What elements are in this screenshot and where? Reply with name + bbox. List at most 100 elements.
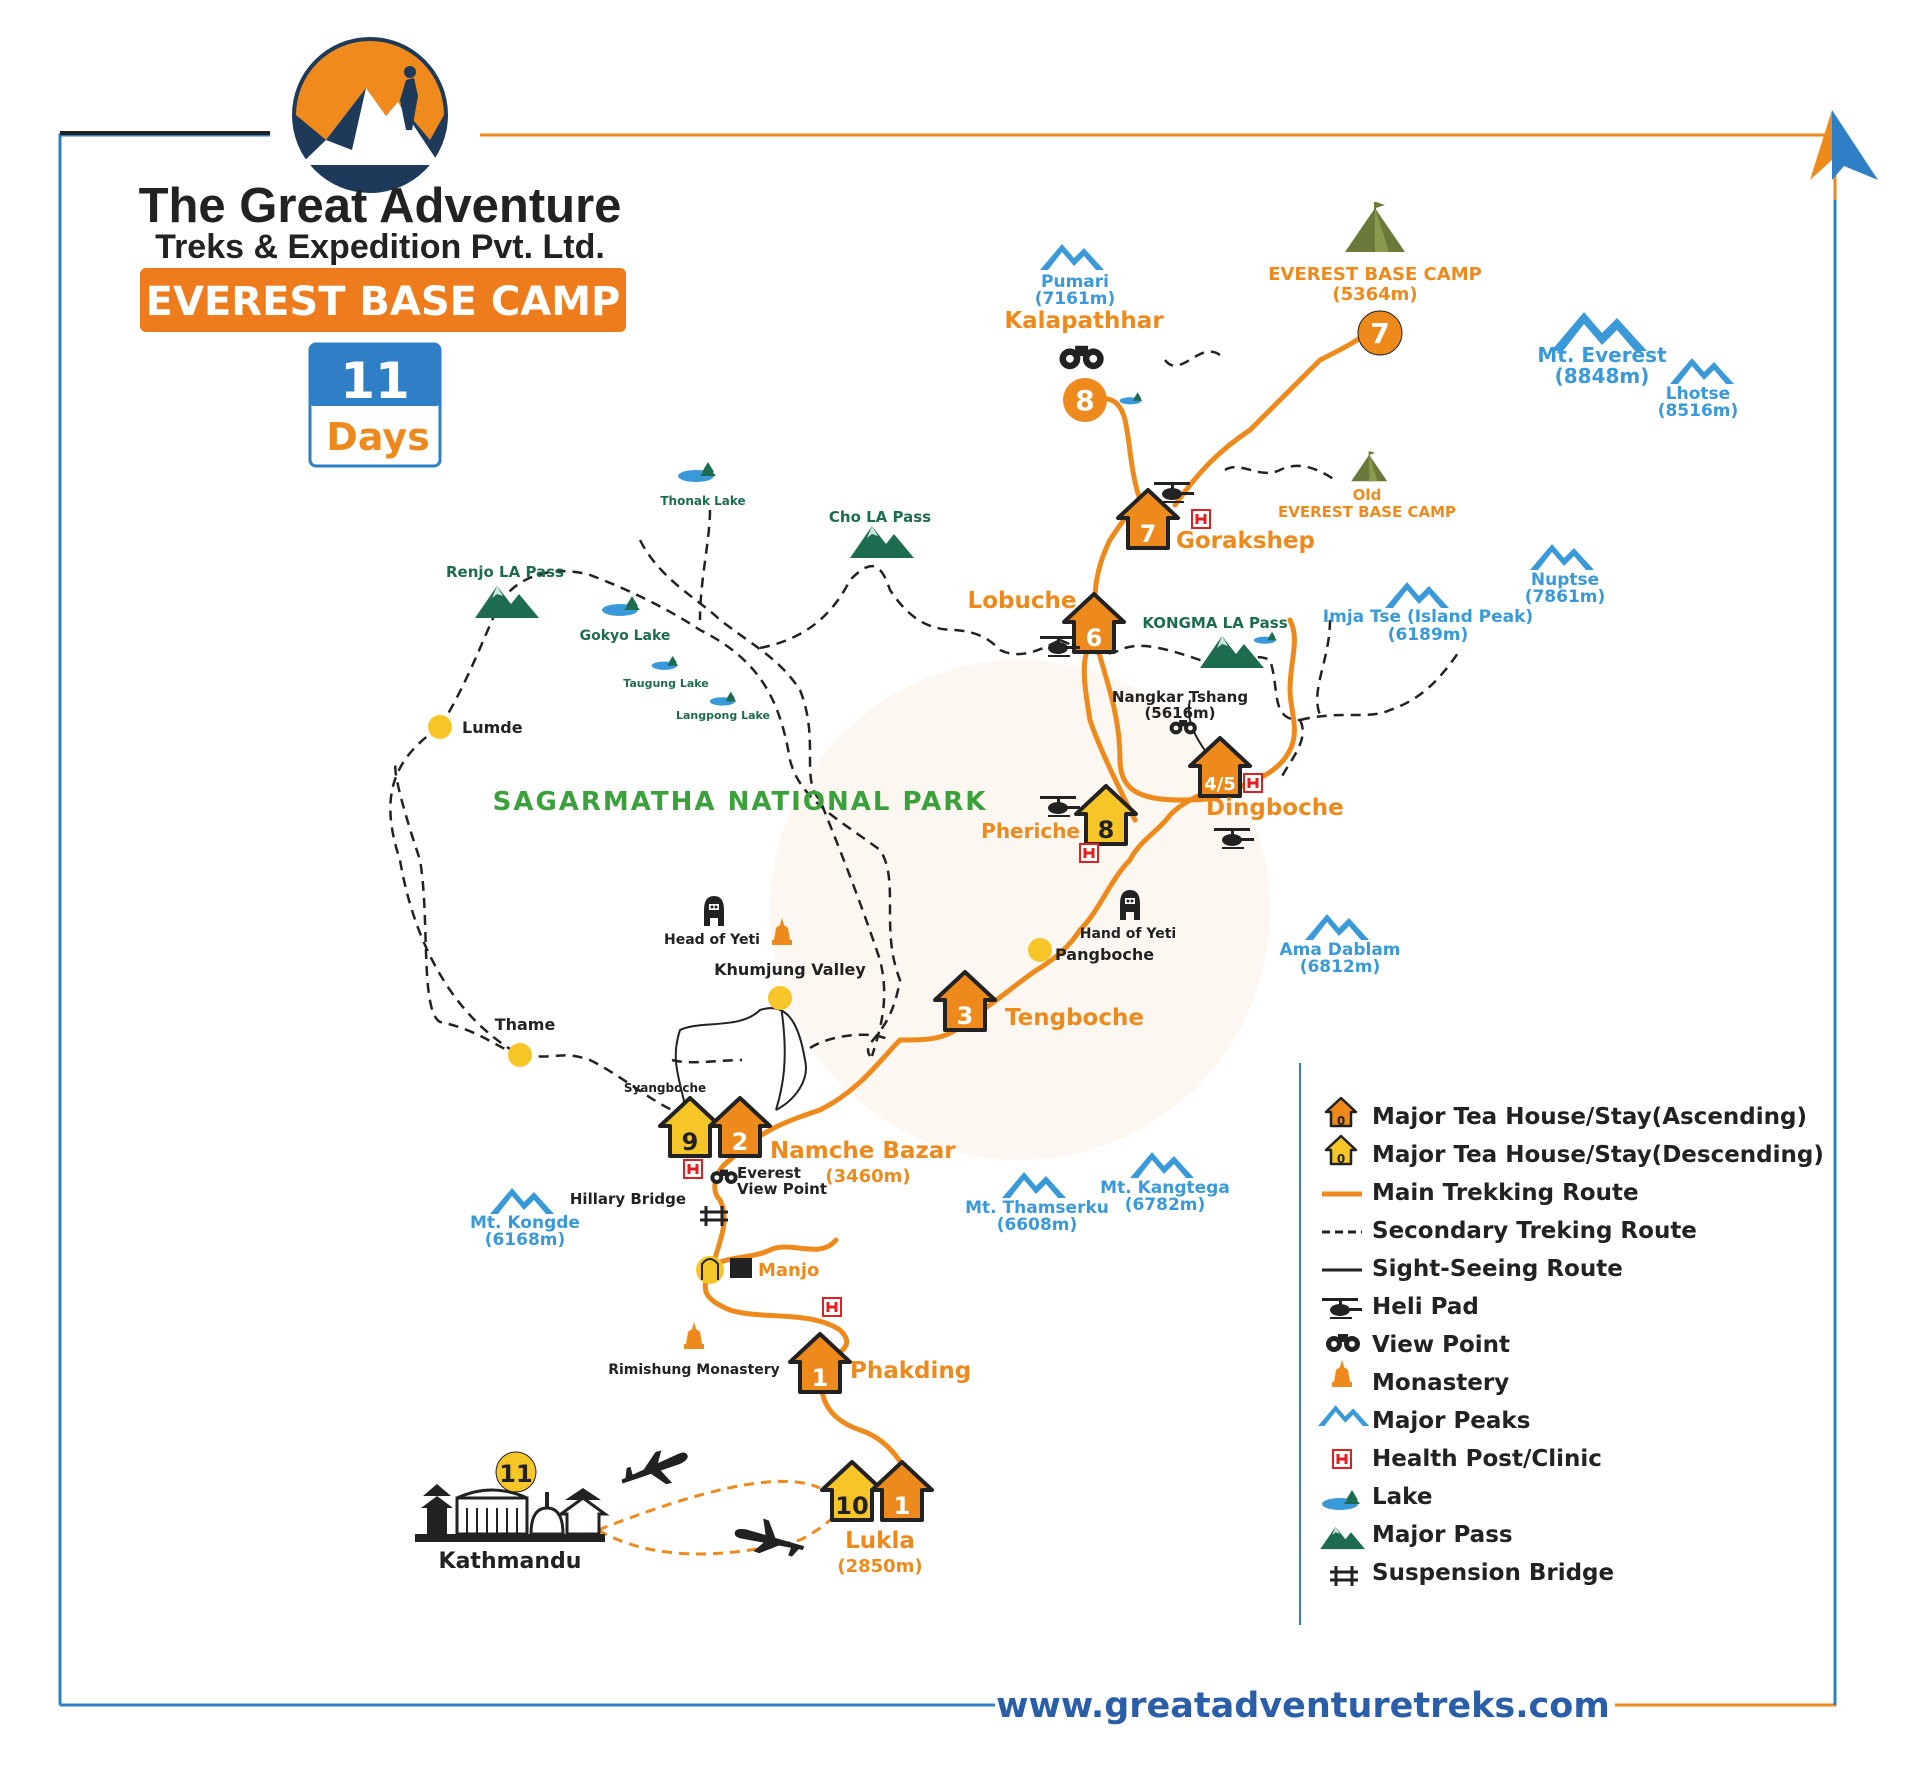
- day-gorakshep: 7: [1140, 520, 1157, 548]
- day-ebc: 7: [1370, 317, 1389, 350]
- ebc-label: EVEREST BASE CAMP: [1268, 264, 1482, 285]
- thonak-label: Thonak Lake: [660, 494, 745, 508]
- yeti-head-icon: [704, 896, 724, 926]
- watermark: [770, 660, 1270, 1160]
- nangkar-label: Nangkar Tshang: [1112, 688, 1248, 706]
- langpong-label: Langpong Lake: [676, 709, 770, 722]
- kongde-label: Mt. Kongde: [470, 1213, 580, 1233]
- teahouse-gorakshep: [1116, 488, 1180, 550]
- tengboche-label: Tengboche: [1005, 1005, 1144, 1031]
- binoculars-icon: [1326, 1334, 1360, 1352]
- lobuche-label: Lobuche: [968, 588, 1077, 614]
- lake-icon: [1254, 631, 1277, 644]
- health-post-icon: [1078, 842, 1100, 864]
- health-post-icon: [1190, 508, 1212, 530]
- lake-icon: [1119, 392, 1143, 405]
- kongde-altitude: (6168m): [485, 1230, 566, 1250]
- day-lukla-ascend: 1: [894, 1492, 911, 1520]
- gorakshep-label: Gorakshep: [1176, 528, 1315, 554]
- park-label: SAGARMATHA NATIONAL PARK: [493, 787, 988, 817]
- kangtega-altitude: (6782m): [1125, 1195, 1206, 1215]
- peak-icon: [1305, 914, 1369, 940]
- gokyo-label: Gokyo Lake: [580, 628, 671, 644]
- nangkar-altitude: (5616m): [1144, 704, 1215, 722]
- day-pheriche: 8: [1098, 816, 1115, 844]
- lake-icon: [1322, 1490, 1360, 1510]
- pheriche-label: Pheriche: [981, 819, 1080, 843]
- teahouse-namche: [658, 1096, 772, 1158]
- helipad-icon: [1322, 1298, 1362, 1319]
- day-kalapathhar: 8: [1075, 384, 1094, 417]
- lumde-label: Lumde: [462, 718, 523, 737]
- legend-label: Lake: [1372, 1484, 1432, 1510]
- peak-icon: [490, 1188, 554, 1214]
- rimishung-label: Rimishung Monastery: [608, 1362, 780, 1378]
- day-lukla-descend: 10: [835, 1492, 868, 1520]
- teahouse-lobuche: [1062, 592, 1126, 654]
- north-arrow-icon: [1832, 110, 1878, 180]
- peak-icon: [1130, 1152, 1194, 1178]
- legend-label: Monastery: [1372, 1370, 1509, 1396]
- website-link[interactable]: www.greatadventuretreks.com: [996, 1686, 1610, 1726]
- legend-label: Major Tea House/Stay(Descending): [1372, 1142, 1824, 1168]
- kalapathhar-label: Kalapathhar: [1004, 308, 1164, 334]
- frame: [58, 110, 1878, 1707]
- monastery-icon: [1332, 1360, 1352, 1387]
- peak-icon: [1040, 244, 1104, 270]
- tea-house-descending-icon: 0: [1324, 1134, 1358, 1166]
- day-namche-ascend: 2: [732, 1128, 749, 1156]
- tea-house-ascending-icon: 0: [1324, 1096, 1358, 1128]
- brand-subtitle: Treks & Expedition Pvt. Ltd.: [155, 228, 605, 266]
- peak-icon: [1670, 358, 1734, 384]
- tent-icon: [1351, 451, 1388, 482]
- teahouse-dingboche: [1188, 736, 1252, 798]
- thamserku-altitude: (6608m): [997, 1215, 1078, 1235]
- thamserku-label: Mt. Thamserku: [965, 1198, 1109, 1218]
- legend-label: View Point: [1372, 1332, 1510, 1358]
- binoculars-icon: [1059, 345, 1104, 370]
- manjo-marker: [696, 1256, 724, 1284]
- teahouse-pheriche: [1074, 784, 1138, 846]
- svg-text:H: H: [0, 0, 1, 1]
- legend-label: Secondary Treking Route: [1372, 1218, 1697, 1244]
- imjatse-label: Imja Tse (Island Peak): [1323, 607, 1533, 627]
- renjo-label: Renjo LA Pass: [446, 563, 564, 581]
- company-logo: [292, 37, 448, 193]
- manjo-label: Manjo: [758, 1260, 819, 1281]
- days-badge: 11 Days: [308, 342, 442, 468]
- airplane-return-icon: [730, 1510, 809, 1567]
- legend-label: Heli Pad: [1372, 1294, 1479, 1320]
- days-number: 11: [340, 352, 410, 410]
- monastery-icon: [684, 1322, 704, 1349]
- peak-icon: [1318, 1405, 1370, 1426]
- everest-altitude: (8848m): [1555, 364, 1650, 388]
- kangtega-label: Mt. Kangtega: [1100, 1178, 1230, 1198]
- suspension-bridge-icon: [1328, 1564, 1360, 1588]
- thame-label: Thame: [495, 1015, 556, 1034]
- lumde-marker: [428, 715, 452, 739]
- legend: 0 0 H: [0, 0, 1370, 1625]
- ebc-marker: [1357, 310, 1403, 356]
- lake-icon: [678, 462, 716, 482]
- lake-icon: [651, 655, 679, 670]
- hand-of-yeti-label: Hand of Yeti: [1080, 926, 1176, 942]
- amadablam-label: Ama Dablam: [1279, 940, 1400, 960]
- khumjung-label: Khumjung Valley: [714, 960, 866, 979]
- svg-text:0: 0: [1337, 1114, 1345, 1128]
- legend-label: Main Trekking Route: [1372, 1180, 1639, 1206]
- legend-label: Major Pass: [1372, 1522, 1513, 1548]
- hillary-bridge-label: Hillary Bridge: [570, 1190, 686, 1208]
- legend-label: Major Tea House/Stay(Ascending): [1372, 1104, 1807, 1130]
- kathmandu-label: Kathmandu: [439, 1549, 582, 1574]
- old-ebc-label-2: EVEREST BASE CAMP: [1278, 503, 1456, 521]
- svg-text:0: 0: [1337, 1152, 1345, 1166]
- health-post-icon: [1242, 772, 1264, 794]
- everest-viewpoint-label-1: Everest: [737, 1164, 801, 1182]
- pass-icon: [475, 586, 539, 618]
- imjatse-altitude: (6189m): [1388, 625, 1469, 645]
- khumjung-marker: [768, 986, 792, 1010]
- kathmandu-skyline-icon: [413, 1482, 607, 1544]
- brand-name: The Great Adventure: [139, 179, 622, 233]
- day-namche-descend: 9: [682, 1128, 699, 1156]
- lake-icon: [709, 691, 737, 706]
